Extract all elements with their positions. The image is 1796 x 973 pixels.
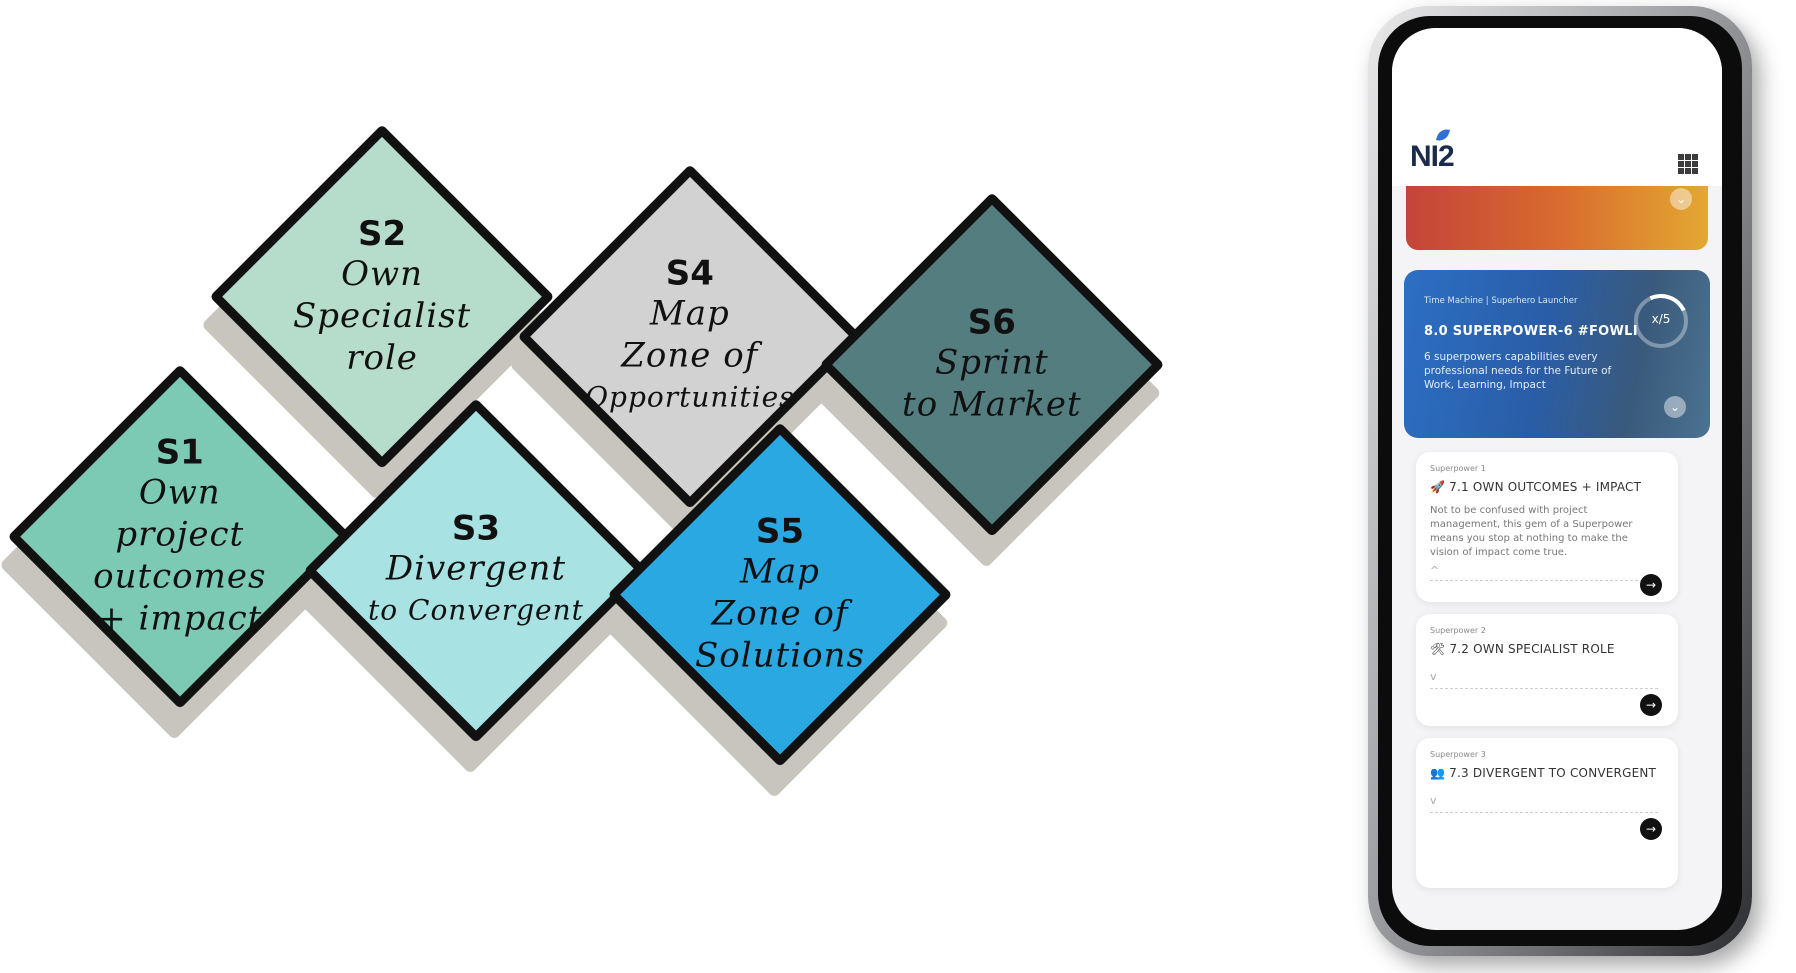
- superpower-kicker: Superpower 2: [1430, 626, 1486, 635]
- card-s2-text: S2 Own Specialist role: [292, 213, 472, 379]
- card-s4-text: S4 Map Zone of Opportunities: [585, 253, 795, 419]
- tools-icon: 🛠: [1430, 642, 1446, 656]
- superpower-kicker: Superpower 3: [1430, 750, 1486, 759]
- card-line: Map: [740, 551, 820, 592]
- rocket-icon: 🚀: [1430, 480, 1446, 494]
- phone-screen: NI2 alter... ⌄ Time Machine | Superhero …: [1392, 28, 1722, 930]
- superpower-description: Not to be confused with project manageme…: [1430, 505, 1633, 558]
- app-logo[interactable]: NI2: [1410, 140, 1455, 173]
- superpower-title-text: 7.3 DIVERGENT TO CONVERGENT: [1449, 766, 1657, 780]
- card-line: project: [115, 514, 245, 555]
- card-id: S1: [155, 432, 205, 473]
- app-header: NI2: [1392, 28, 1722, 186]
- progress-ring: x/5: [1626, 286, 1696, 356]
- superpower-card-1[interactable]: Superpower 1 🚀 7.1 OWN OUTCOMES + IMPACT…: [1416, 452, 1678, 602]
- card-s5-text: S5 Map Zone of Solutions: [695, 511, 865, 677]
- card-s6-body: S6 Sprint to Market: [819, 192, 1165, 538]
- card-line: Own: [341, 253, 423, 294]
- card-id: S5: [755, 511, 805, 552]
- card-line: Specialist: [292, 295, 472, 336]
- card-line: Zone of: [621, 335, 759, 376]
- chevron-down-icon[interactable]: v: [1430, 794, 1437, 807]
- card-line: Divergent: [385, 548, 567, 589]
- card-line: Solutions: [695, 635, 865, 676]
- card-id: S3: [451, 508, 501, 549]
- superpower-title: 👥 7.3 DIVERGENT TO CONVERGENT: [1430, 766, 1656, 780]
- arrow-right-icon[interactable]: →: [1640, 818, 1662, 840]
- partial-card[interactable]: alter... ⌄: [1406, 176, 1708, 250]
- hero-description: 6 superpowers capabilities every profess…: [1424, 351, 1612, 391]
- apps-grid-icon[interactable]: [1678, 154, 1698, 174]
- card-s1-text: S1 Own project outcomes + impact: [93, 432, 267, 640]
- hero-card[interactable]: Time Machine | Superhero Launcher 8.0 SU…: [1404, 270, 1710, 438]
- chevron-down-icon[interactable]: v: [1430, 670, 1437, 683]
- card-id: S2: [357, 213, 407, 254]
- card-s2-body: S2 Own Specialist role: [209, 124, 555, 470]
- chevron-up-icon[interactable]: ^: [1430, 564, 1440, 577]
- card-line: Map: [650, 293, 730, 334]
- divider: [1430, 688, 1658, 689]
- card-line: + impact: [97, 598, 263, 639]
- divider: [1430, 812, 1658, 813]
- superpower-title-text: 7.2 OWN SPECIALIST ROLE: [1449, 642, 1615, 656]
- card-id: S4: [665, 253, 715, 294]
- hero-kicker: Time Machine | Superhero Launcher: [1424, 296, 1578, 306]
- phone-mockup: NI2 alter... ⌄ Time Machine | Superhero …: [1368, 6, 1752, 956]
- chevron-down-icon[interactable]: ⌄: [1664, 396, 1686, 418]
- card-s6-text: S6 Sprint to Market: [902, 302, 1082, 426]
- superpower-card-2[interactable]: Superpower 2 🛠 7.2 OWN SPECIALIST ROLE v…: [1416, 614, 1678, 726]
- divider: [1430, 580, 1658, 581]
- superpower-title-text: 7.1 OWN OUTCOMES + IMPACT: [1449, 480, 1642, 494]
- arrow-right-icon[interactable]: →: [1640, 694, 1662, 716]
- progress-label: x/5: [1651, 312, 1671, 326]
- card-line: Zone of: [711, 593, 849, 634]
- superpower-kicker: Superpower 1: [1430, 464, 1486, 473]
- hero-title: 8.0 SUPERPOWER-6 #FOWLI: [1424, 324, 1638, 339]
- superpower-title: 🚀 7.1 OWN OUTCOMES + IMPACT: [1430, 480, 1641, 494]
- superpower-title: 🛠 7.2 OWN SPECIALIST ROLE: [1430, 642, 1615, 656]
- chevron-down-icon[interactable]: ⌄: [1670, 188, 1692, 210]
- card-line: Sprint: [935, 342, 1049, 383]
- card-id: S6: [967, 302, 1017, 343]
- card-s3-text: S3 Divergent to Convergent: [368, 508, 584, 632]
- card-line: to Convergent: [368, 593, 584, 627]
- card-line: Opportunities: [585, 380, 795, 414]
- card-line: role: [346, 337, 418, 378]
- superpower-card-3[interactable]: Superpower 3 👥 7.3 DIVERGENT TO CONVERGE…: [1416, 738, 1678, 888]
- people-icon: 👥: [1430, 766, 1446, 780]
- card-line: Own: [139, 472, 221, 513]
- card-line: outcomes: [93, 556, 267, 597]
- card-line: to Market: [902, 384, 1082, 425]
- arrow-right-icon[interactable]: →: [1640, 574, 1662, 596]
